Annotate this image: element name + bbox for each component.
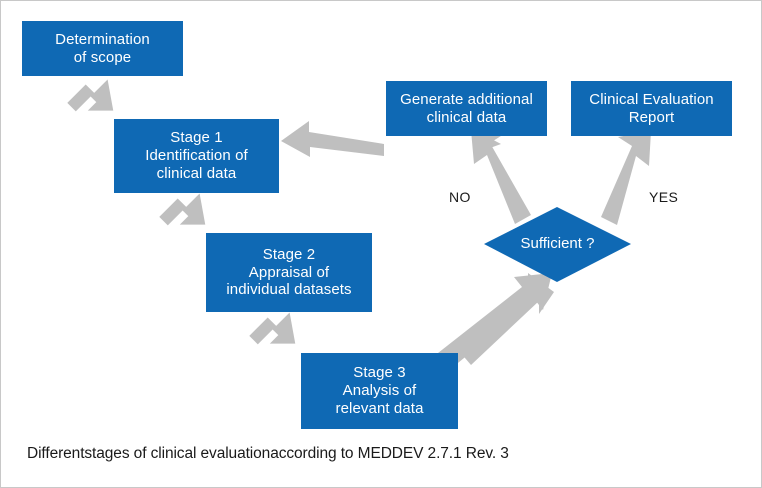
node-generate-additional-clinical-data: Generate additional clinical data xyxy=(386,81,547,136)
node-clinical-evaluation-report: Clinical Evaluation Report xyxy=(571,81,732,136)
node-stage1-line3: clinical data xyxy=(156,164,237,182)
branch-label-yes: YES xyxy=(649,189,679,205)
node-stage2-line2: Appraisal of xyxy=(248,263,330,281)
node-stage-1: Stage 1 Identification of clinical data xyxy=(114,119,279,193)
arrow-decision-to-generate-no xyxy=(471,130,531,224)
node-stage1-line1: Stage 1 xyxy=(170,129,223,147)
arrow-stage2-to-stage3 xyxy=(249,312,296,345)
arrow-stage1-to-stage2 xyxy=(159,193,206,226)
node-stage3-line3: relevant data xyxy=(335,399,424,417)
node-scope-line1: Determination xyxy=(55,30,150,48)
node-scope-line2: of scope xyxy=(73,48,132,66)
node-report-line1: Clinical Evaluation xyxy=(589,90,714,108)
arrow-stage3-to-decision xyxy=(438,273,554,367)
node-stage-2: Stage 2 Appraisal of individual datasets xyxy=(206,233,372,312)
node-stage1-line2: Identification of xyxy=(145,147,248,165)
node-decision-sufficient-label: Sufficient ? xyxy=(520,235,595,252)
node-report-line2: Report xyxy=(628,108,675,126)
branch-label-no: NO xyxy=(449,189,471,205)
node-stage2-line1: Stage 2 xyxy=(262,245,316,263)
arrow-decision-to-report-yes xyxy=(601,131,651,225)
node-stage2-line3: individual datasets xyxy=(226,281,352,299)
figure-caption: Differentstages of clinical evaluationac… xyxy=(27,445,509,462)
node-generate-line1: Generate additional xyxy=(400,90,533,108)
decision-diamond xyxy=(484,207,631,282)
node-stage3-line1: Stage 3 xyxy=(353,364,406,382)
arrow-scope-to-stage1 xyxy=(67,79,114,112)
arrow-generate-to-stage1 xyxy=(281,121,384,157)
node-stage3-line2: Analysis of xyxy=(342,382,417,400)
node-generate-line2: clinical data xyxy=(426,108,507,126)
node-determination-of-scope: Determination of scope xyxy=(22,21,183,76)
node-stage-3: Stage 3 Analysis of relevant data xyxy=(301,353,458,429)
